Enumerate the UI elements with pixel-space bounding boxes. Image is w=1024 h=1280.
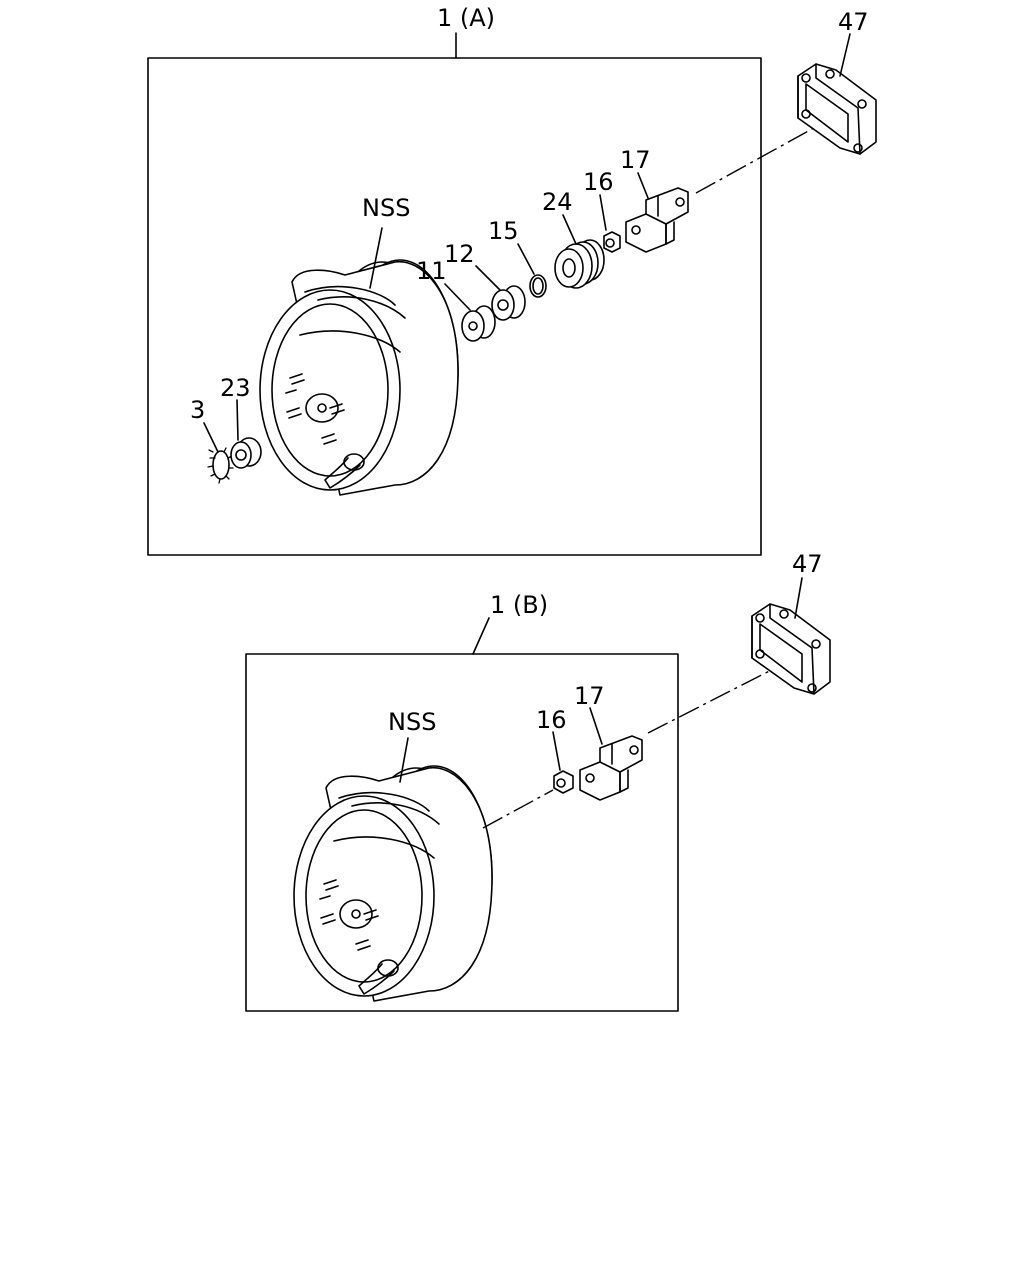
callout-a-washer-a: 11 [416,257,447,285]
washer-11-icon [461,305,496,342]
callout-a-seal: 23 [220,374,251,402]
clevis-b-icon [579,735,643,801]
callout-a-bracket: 47 [838,8,869,36]
callout-a-washer-b: 12 [444,240,475,268]
brake-booster-a-icon [259,259,459,496]
callout-a-ring-small: 15 [488,217,519,245]
boot-24-icon [554,239,605,289]
assembly-a-title: 1 (A) [437,4,495,32]
callout-a-nut: 16 [583,168,614,196]
callout-b-bracket: 47 [792,550,823,578]
seal-a-icon [230,437,262,469]
assembly-b: 1 (B) NSS 16 17 [245,591,786,1012]
callout-b-nut: 16 [536,706,567,734]
brake-booster-b-icon [293,765,493,1002]
bracket-a-icon [797,63,877,155]
assembly-a-frame [147,57,762,556]
assembly-b-frame [245,653,679,1012]
nut-a-icon [603,231,621,253]
callout-a-ring: 3 [190,396,205,424]
washer-12-icon [491,285,526,321]
assembly-a: 1 (A) NSS 3 23 11 [147,4,833,556]
callout-b-booster: NSS [388,708,436,736]
callout-a-clevis: 17 [620,146,651,174]
clevis-a-icon [625,187,689,253]
assembly-b-title: 1 (B) [490,591,548,619]
ring-15-icon [529,274,547,298]
callout-b-clevis: 17 [574,682,605,710]
snap-ring-a-icon [207,447,234,484]
callout-a-booster: NSS [362,194,410,222]
bracket-b-icon [751,603,831,695]
nut-b-icon [553,770,574,794]
callout-a-boot: 24 [542,188,573,216]
